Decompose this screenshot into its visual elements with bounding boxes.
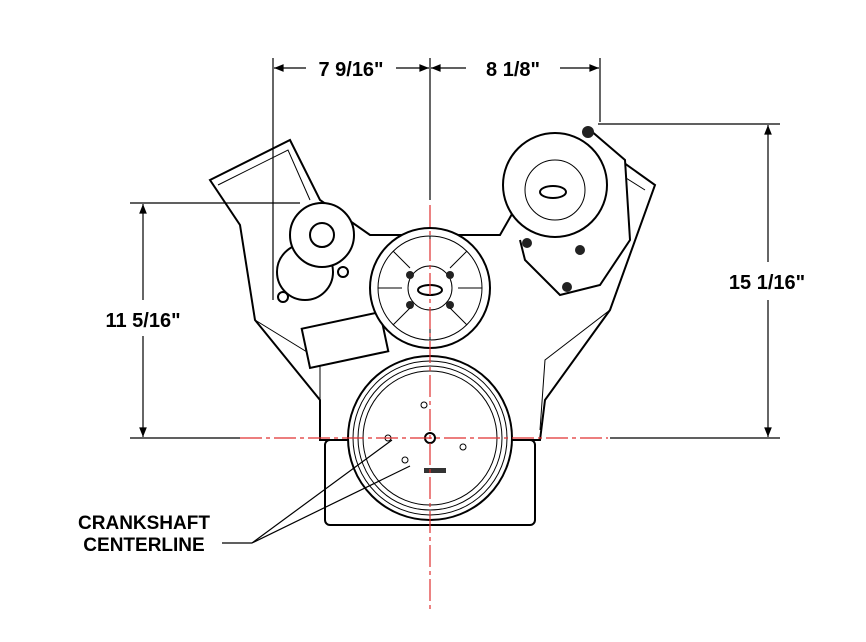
callout-crankshaft: CRANKSHAFT [78,513,210,534]
callout-centerline: CENTERLINE [83,535,204,556]
dimension-left-to-center: 7 9/16" [318,59,383,81]
dimension-center-to-right: 8 1/8" [486,59,540,81]
top-dimensions [272,58,601,300]
callout-leaders [222,439,411,544]
left-dimension [130,202,300,439]
right-accessory [502,126,632,297]
dimension-overall-height: 15 1/16" [729,272,805,294]
dimension-left-height: 11 5/16" [105,310,180,332]
right-dimension [598,123,780,439]
left-idler-pulleys [276,202,355,303]
